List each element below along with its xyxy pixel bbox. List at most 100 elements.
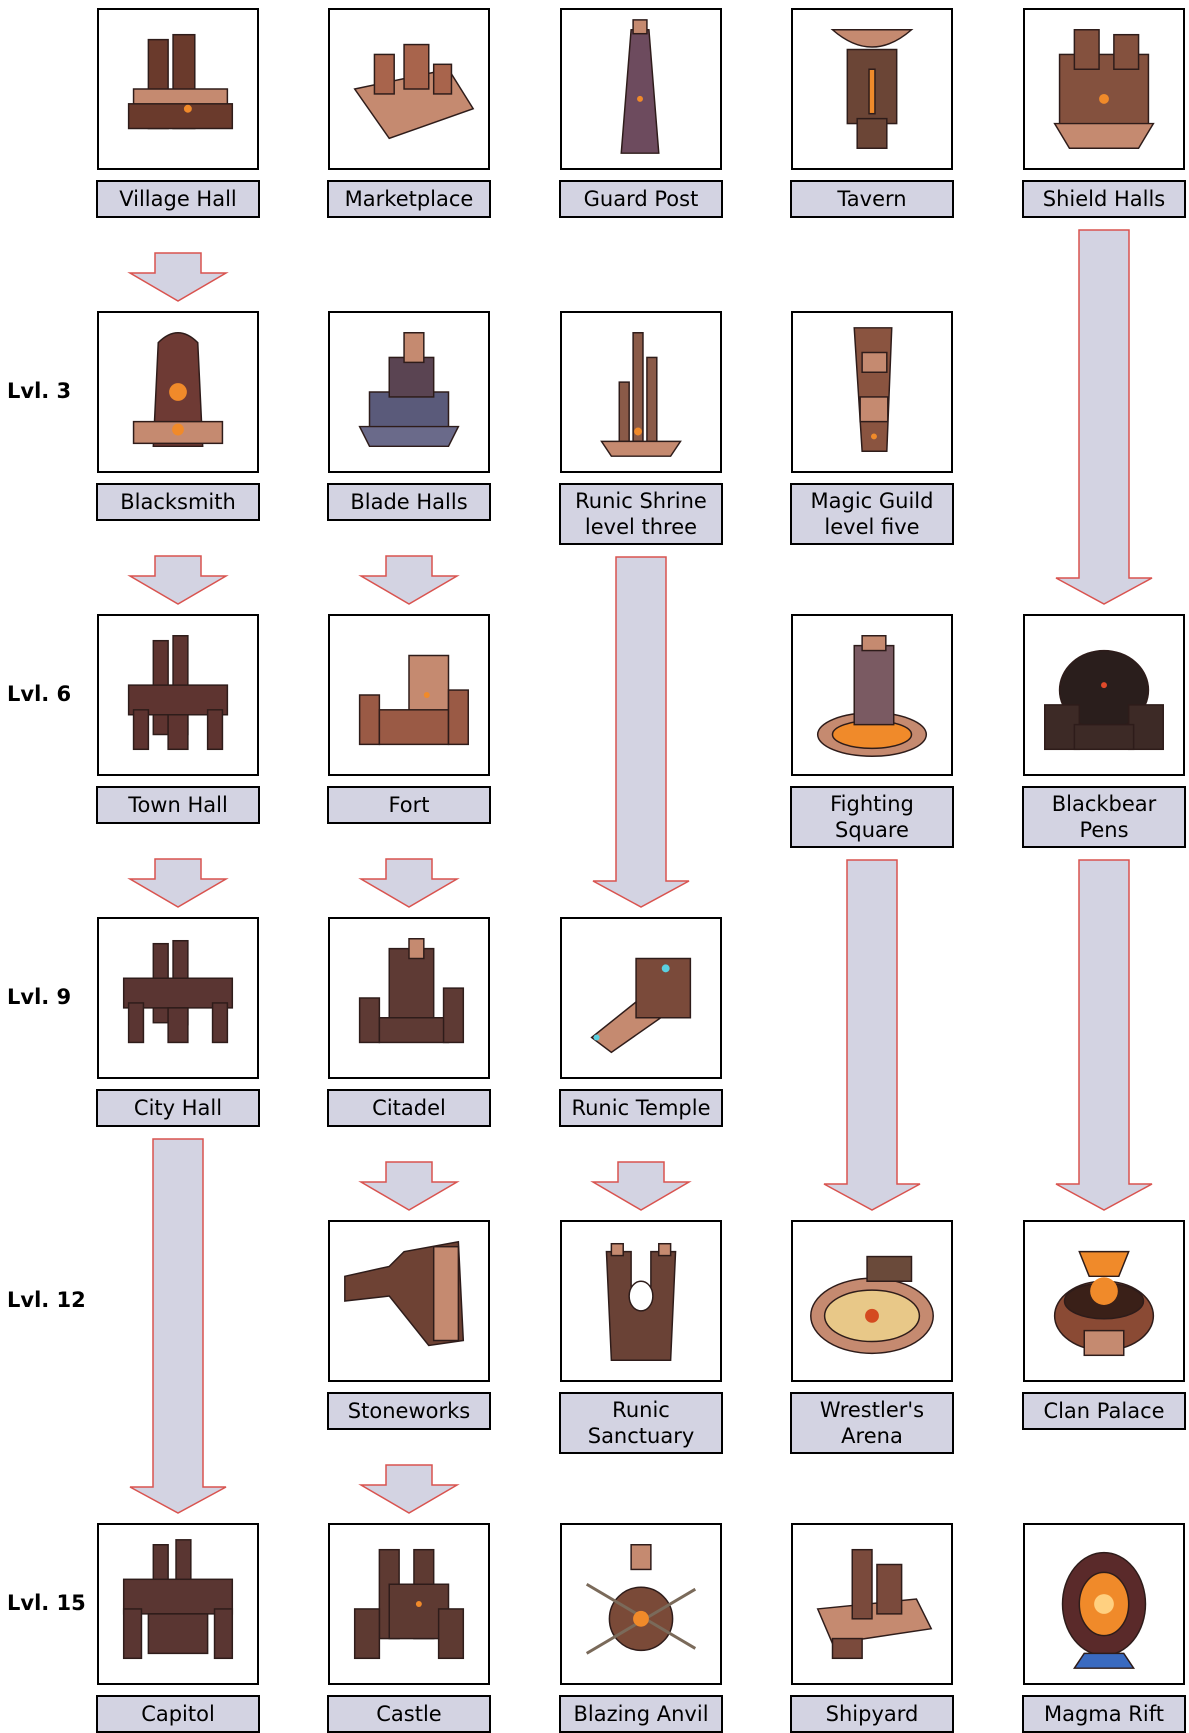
citadel-building-icon [358, 938, 465, 1044]
city-hall-label: City Hall [96, 1089, 260, 1127]
marketplace-building-icon [353, 43, 475, 140]
label-line: Arena [841, 1424, 903, 1448]
label-line: Town Hall [128, 793, 228, 817]
level-label: Lvl. 6 [7, 682, 72, 706]
label-line: Wrestler's [819, 1398, 925, 1422]
runic-shrine-spire-icon [600, 332, 682, 457]
upgrade-arrow-blackbear-pens-to-clan-palace [1055, 859, 1153, 1211]
village-hall-tile [97, 8, 259, 170]
marketplace-label: Marketplace [327, 180, 491, 218]
capitol-building-icon [122, 1539, 234, 1660]
label-line: Fighting [830, 792, 914, 816]
upgrade-arrow-citadel-to-stoneworks [358, 1161, 460, 1211]
fort-label: Fort [327, 786, 491, 824]
upgrade-arrow-fighting-square-to-wrestlers-arena [823, 859, 921, 1211]
tavern-building-icon [830, 29, 914, 149]
citadel-tile [328, 917, 490, 1079]
level-label: Lvl. 3 [7, 379, 72, 403]
magic-guild-tile [791, 311, 953, 473]
castle-building-icon [353, 1548, 465, 1660]
fort-building-icon [358, 654, 469, 746]
clan-palace-tile [1023, 1220, 1185, 1382]
wrestlers-arena-icon [810, 1255, 934, 1355]
blade-halls-building-icon [358, 332, 460, 448]
stoneworks-label: Stoneworks [327, 1392, 491, 1430]
capitol-tile [97, 1523, 259, 1685]
shield-halls-tile [1023, 8, 1185, 170]
guard-post-tower-icon [620, 19, 660, 154]
village-hall-label: Village Hall [96, 180, 260, 218]
label-line: Runic [612, 1398, 670, 1422]
label-line: Blazing Anvil [573, 1702, 709, 1726]
magma-rift-portal-icon [1061, 1551, 1147, 1669]
label-line: Guard Post [583, 187, 699, 211]
label-line: Blade Halls [350, 490, 468, 514]
label-line: Tavern [837, 187, 907, 211]
label-line: Shield Halls [1042, 187, 1166, 211]
level-label: Lvl. 15 [7, 1591, 86, 1615]
city-hall-tile [97, 917, 259, 1079]
label-line: Castle [376, 1702, 442, 1726]
city-hall-building-icon [122, 939, 234, 1044]
marketplace-tile [328, 8, 490, 170]
castle-tile [328, 1523, 490, 1685]
magma-rift-label: Magma Rift [1022, 1695, 1186, 1733]
label-line: level five [824, 515, 920, 539]
runic-temple-label: Runic Temple [559, 1089, 723, 1127]
blazing-anvil-tile [560, 1523, 722, 1685]
label-line: Runic Shrine [575, 489, 707, 513]
label-line: Citadel [372, 1096, 446, 1120]
label-line: Magic Guild [810, 489, 934, 513]
upgrade-arrow-fort-to-citadel [358, 858, 460, 908]
label-line: Blackbear [1051, 792, 1157, 816]
shipyard-building-icon [816, 1548, 933, 1660]
blade-halls-tile [328, 311, 490, 473]
label-line: Village Hall [119, 187, 237, 211]
upgrade-arrow-village-hall-to-blacksmith [127, 252, 229, 302]
label-line: Fort [388, 793, 430, 817]
blacksmith-tile [97, 311, 259, 473]
shield-halls-label: Shield Halls [1022, 180, 1186, 218]
magma-rift-tile [1023, 1523, 1185, 1685]
clan-palace-label: Clan Palace [1022, 1392, 1186, 1430]
label-line: level three [584, 515, 698, 539]
guard-post-label: Guard Post [559, 180, 723, 218]
level-label: Lvl. 12 [7, 1288, 86, 1312]
blacksmith-label: Blacksmith [96, 483, 260, 521]
label-line: Stoneworks [347, 1399, 471, 1423]
blacksmith-forge-icon [132, 332, 224, 448]
runic-temple-tile [560, 917, 722, 1079]
fort-tile [328, 614, 490, 776]
upgrade-arrow-shield-halls-to-blackbear-pens [1055, 229, 1153, 605]
castle-label: Castle [327, 1695, 491, 1733]
upgrade-arrow-runic-shrine-to-runic-temple [592, 556, 690, 908]
stoneworks-building-icon [344, 1240, 465, 1347]
fighting-square-tile [791, 614, 953, 776]
label-line: City Hall [133, 1096, 223, 1120]
shipyard-tile [791, 1523, 953, 1685]
town-hall-building-icon [127, 635, 229, 751]
label-line: Sanctuary [587, 1424, 695, 1448]
label-line: Capitol [141, 1702, 215, 1726]
upgrade-arrow-runic-temple-to-runic-sanctuary [590, 1161, 692, 1211]
fighting-square-arena-icon [816, 635, 928, 757]
blackbear-pens-tile [1023, 614, 1185, 776]
magic-guild-tower-icon [853, 327, 893, 452]
label-line: Pens [1079, 818, 1129, 842]
village-hall-building-icon [127, 33, 234, 130]
town-hall-tile [97, 614, 259, 776]
label-line: Shipyard [825, 1702, 919, 1726]
wrestlers-arena-tile [791, 1220, 953, 1382]
label-line: Runic Temple [571, 1096, 711, 1120]
citadel-label: Citadel [327, 1089, 491, 1127]
upgrade-arrow-town-hall-to-city-hall [127, 858, 229, 908]
upgrade-arrow-stoneworks-to-castle [358, 1464, 460, 1514]
tavern-label: Tavern [790, 180, 954, 218]
clan-palace-building-icon [1053, 1250, 1155, 1357]
